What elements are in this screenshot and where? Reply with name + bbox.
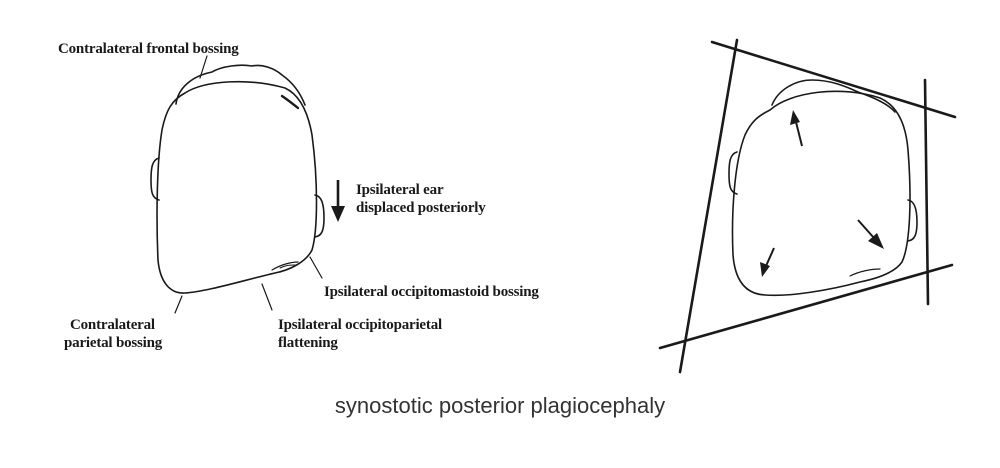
left-skull-outline <box>156 80 318 294</box>
leader-parietal <box>174 295 183 314</box>
right-skull <box>658 38 957 374</box>
right-frontal-bump <box>771 79 896 113</box>
leader-occipitoparietal <box>261 283 273 311</box>
arrow-up <box>790 110 803 147</box>
label-ipsilateral-ear-line1: Ipsilateral ear <box>356 182 444 198</box>
right-ear-right <box>907 199 918 242</box>
right-occipital-mark <box>849 268 881 277</box>
left-frontal-bump-inner <box>280 94 300 110</box>
trapezoid-top-line <box>710 40 957 119</box>
left-skull <box>150 55 325 314</box>
arrow-down-right <box>857 219 884 249</box>
label-occipitomastoid-bossing: Ipsilateral occipitomastoid bossing <box>324 284 539 300</box>
label-contralateral-frontal-bossing: Contralateral frontal bossing <box>58 41 239 57</box>
trapezoid-right-line <box>923 78 930 306</box>
left-ear-contralateral <box>150 157 160 201</box>
figure-caption: synostotic posterior plagiocephaly <box>334 393 666 418</box>
label-contralateral-parietal-line1: Contralateral <box>70 317 155 333</box>
leader-frontal <box>199 55 208 79</box>
label-contralateral-parietal-line2: parietal bossing <box>64 335 163 351</box>
label-ipsilateral-ear-line2: displaced posteriorly <box>356 200 486 216</box>
left-ear-ipsilateral <box>314 194 325 238</box>
trapezoid-left-line <box>678 38 739 374</box>
label-occipitoparietal-line2: flattening <box>278 335 338 351</box>
leader-occipitomastoid <box>309 256 323 279</box>
right-skull-outline <box>731 90 911 297</box>
arrow-down-left <box>760 247 775 277</box>
growth-arrows <box>760 110 884 277</box>
left-frontal-bump <box>175 64 306 106</box>
label-occipitoparietal-line1: Ipsilateral occipitoparietal <box>278 317 442 333</box>
ear-displacement-arrow <box>331 180 345 222</box>
right-ear-left <box>728 151 738 195</box>
left-occipitomastoid-mark <box>271 261 299 271</box>
trapezoid-bottom-line <box>658 263 954 350</box>
